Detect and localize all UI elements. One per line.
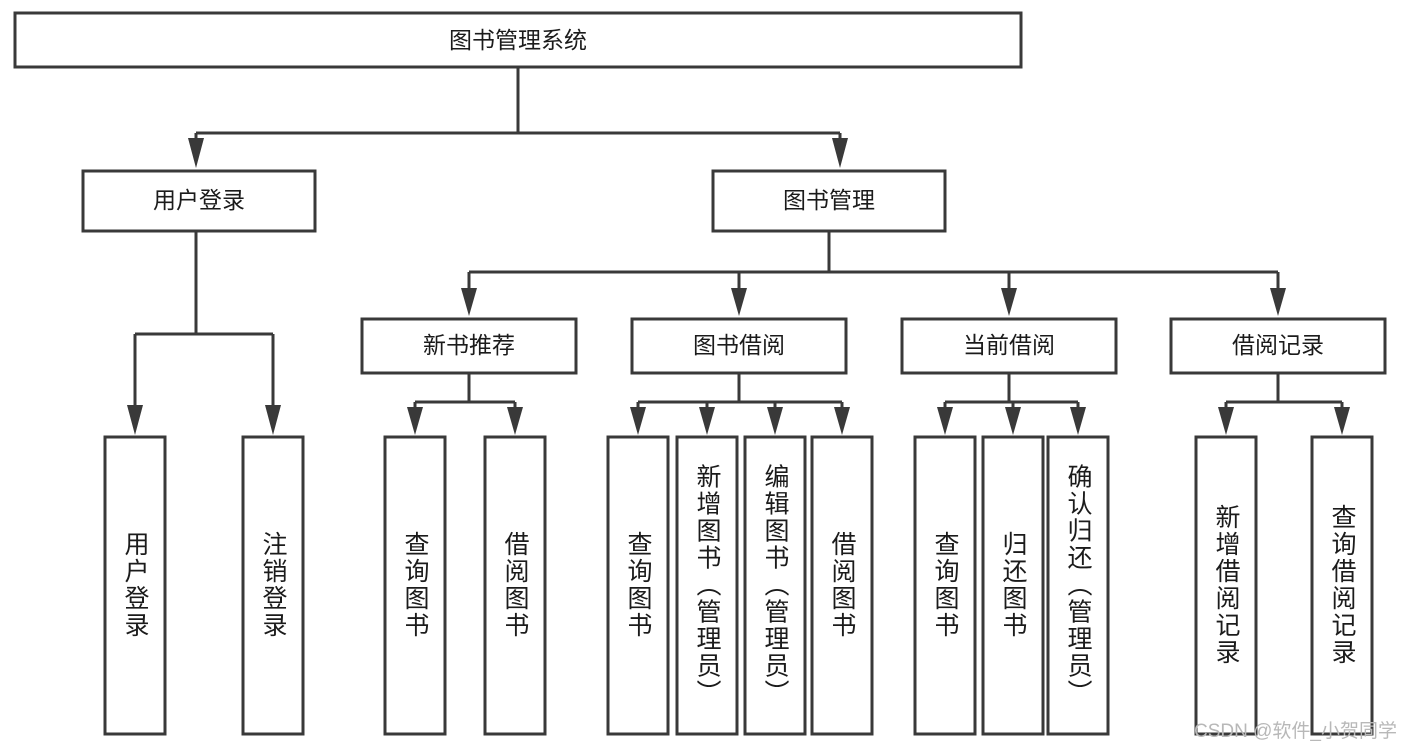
leaf-confirm-return-box[interactable]	[1046, 435, 1110, 736]
leaf-edit-book-box[interactable]	[743, 435, 807, 736]
node-root-label: 图书管理系统	[449, 27, 587, 53]
leaf-logout-login[interactable]: 注销登录	[241, 435, 305, 736]
arrow-to-new-book-recommend	[461, 288, 477, 316]
arrow-to-leaf-query-book-1	[407, 407, 423, 435]
leaf-query-book-3-label: 查询图书	[931, 531, 960, 639]
arrow-to-book-management	[832, 138, 848, 168]
leaf-borrow-book-1[interactable]: 借阅图书	[483, 435, 547, 736]
leaf-return-book-box[interactable]	[981, 435, 1045, 736]
leaf-borrow-book-2[interactable]: 借阅图书	[810, 435, 874, 736]
leaf-query-book-2-label: 查询图书	[624, 531, 653, 639]
leaf-query-book-2-box[interactable]	[606, 435, 670, 736]
leaf-add-record-label: 新增借阅记录	[1212, 504, 1241, 666]
arrow-to-leaf-borrow-book-1	[507, 407, 523, 435]
node-new-book-recommend-box[interactable]	[360, 317, 578, 375]
arrow-to-leaf-query-book-2	[630, 407, 646, 435]
arrow-to-current-borrow	[1001, 288, 1017, 316]
leaf-return-book[interactable]: 归还图书	[981, 435, 1045, 736]
arrow-to-leaf-confirm-return	[1070, 407, 1086, 435]
leaf-add-record[interactable]: 新增借阅记录	[1194, 435, 1258, 736]
node-user-login-box[interactable]	[81, 169, 317, 233]
leaf-query-record-label: 查询借阅记录	[1328, 504, 1357, 666]
arrow-to-user-login	[188, 138, 204, 168]
leaf-borrow-book-2-box[interactable]	[810, 435, 874, 736]
leaf-confirm-return-label: 确认归还（管理员）	[1064, 464, 1093, 707]
leaf-user-login-box[interactable]	[103, 435, 167, 736]
leaf-borrow-book-1-label: 借阅图书	[501, 531, 530, 639]
node-book-management-label: 图书管理	[783, 187, 875, 213]
leaf-add-book-label: 新增图书（管理员）	[693, 464, 722, 707]
connectors-layer	[127, 67, 1350, 435]
node-user-login-label: 用户登录	[153, 187, 245, 213]
node-book-management[interactable]: 图书管理	[711, 169, 947, 233]
leaf-user-login[interactable]: 用户登录	[103, 435, 167, 736]
leaf-query-record[interactable]: 查询借阅记录	[1310, 435, 1374, 736]
leaf-borrow-book-1-box[interactable]	[483, 435, 547, 736]
node-user-login[interactable]: 用户登录	[81, 169, 317, 233]
leaf-return-book-label: 归还图书	[999, 531, 1028, 639]
node-book-borrow[interactable]: 图书借阅	[630, 317, 848, 375]
arrow-to-leaf-edit-book	[767, 407, 783, 435]
node-new-book-recommend-label: 新书推荐	[423, 332, 515, 358]
leaf-query-book-2[interactable]: 查询图书	[606, 435, 670, 736]
arrow-to-leaf-query-record	[1334, 407, 1350, 435]
leaf-query-book-3[interactable]: 查询图书	[913, 435, 977, 736]
leaf-query-book-1[interactable]: 查询图书	[383, 435, 447, 736]
leaf-query-book-1-box[interactable]	[383, 435, 447, 736]
leaf-logout-login-label: 注销登录	[259, 531, 288, 639]
node-new-book-recommend[interactable]: 新书推荐	[360, 317, 578, 375]
leaf-user-login-label: 用户登录	[121, 531, 150, 639]
arrow-to-book-borrow	[731, 288, 747, 316]
node-borrow-record-box[interactable]	[1169, 317, 1387, 375]
leaf-add-book-box[interactable]	[675, 435, 739, 736]
leaf-add-record-box[interactable]	[1194, 435, 1258, 736]
arrow-to-leaf-add-book	[699, 407, 715, 435]
arrow-to-leaf-query-book-3	[937, 407, 953, 435]
leaf-borrow-book-2-label: 借阅图书	[828, 531, 857, 639]
leaf-confirm-return[interactable]: 确认归还（管理员）	[1046, 435, 1110, 736]
leaf-query-book-1-label: 查询图书	[401, 531, 430, 639]
node-current-borrow-label: 当前借阅	[963, 332, 1055, 358]
leaf-edit-book[interactable]: 编辑图书（管理员）	[743, 435, 807, 736]
arrow-to-leaf-user-login	[127, 405, 143, 435]
node-root-box[interactable]	[13, 11, 1023, 69]
arrow-to-leaf-logout-login	[265, 405, 281, 435]
node-book-management-box[interactable]	[711, 169, 947, 233]
leaf-edit-book-label: 编辑图书（管理员）	[761, 464, 790, 707]
node-borrow-record[interactable]: 借阅记录	[1169, 317, 1387, 375]
node-borrow-record-label: 借阅记录	[1232, 332, 1324, 358]
node-book-borrow-label: 图书借阅	[693, 332, 785, 358]
node-current-borrow[interactable]: 当前借阅	[900, 317, 1118, 375]
arrow-to-leaf-borrow-book-2	[834, 407, 850, 435]
node-current-borrow-box[interactable]	[900, 317, 1118, 375]
arrow-to-leaf-return-book	[1005, 407, 1021, 435]
arrow-to-leaf-add-record	[1218, 407, 1234, 435]
leaf-logout-login-box[interactable]	[241, 435, 305, 736]
arrow-to-borrow-record	[1270, 288, 1286, 316]
leaf-query-book-3-box[interactable]	[913, 435, 977, 736]
leaf-add-book[interactable]: 新增图书（管理员）	[675, 435, 739, 736]
leaf-query-record-box[interactable]	[1310, 435, 1374, 736]
node-root[interactable]: 图书管理系统	[13, 11, 1023, 69]
node-book-borrow-box[interactable]	[630, 317, 848, 375]
